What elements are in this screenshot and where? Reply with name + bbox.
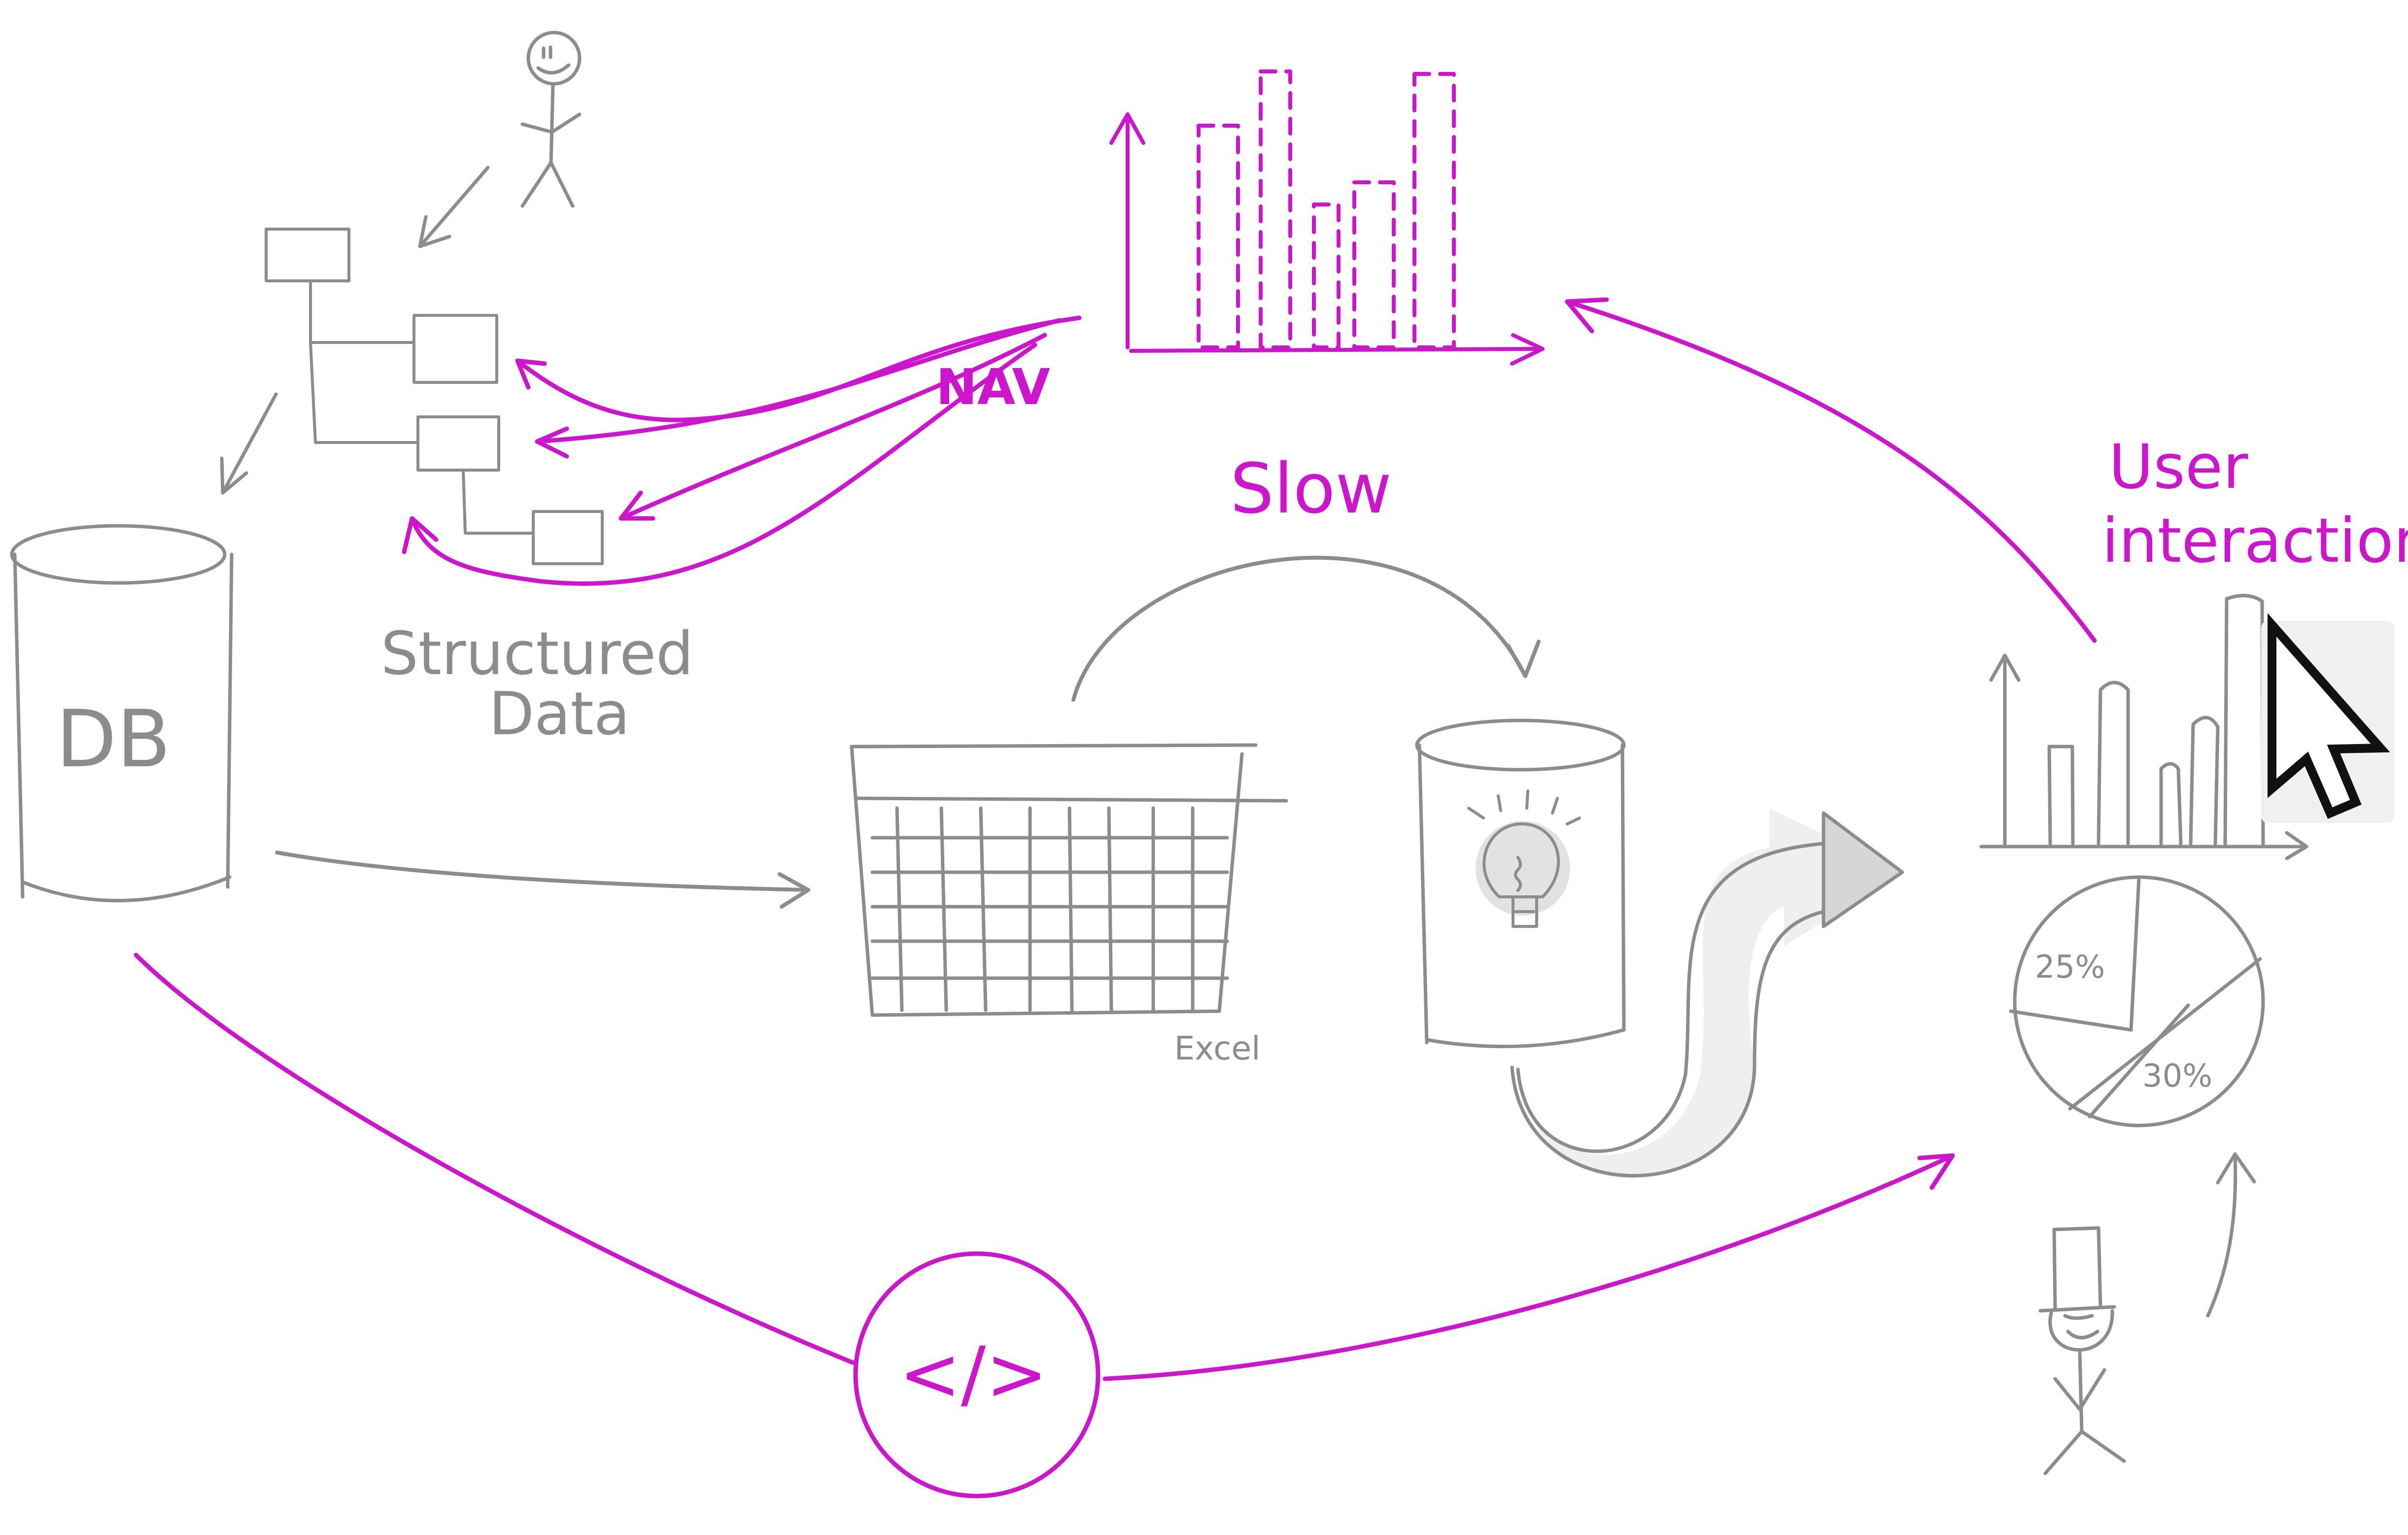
code-circle	[853, 1251, 1101, 1499]
user-interaction-line2: interaction	[2102, 506, 2408, 577]
db-label: DB	[56, 693, 171, 785]
mouse-cursor-icon	[2261, 613, 2394, 823]
arrow-person-to-charts	[2206, 1152, 2256, 1318]
stick-figure-top-hat-icon	[2038, 1226, 2126, 1475]
pie-label-30: 30%	[2142, 1058, 2212, 1094]
arrow-db-to-excel	[275, 851, 810, 909]
arrow-tree-to-db	[220, 392, 278, 495]
excel-spreadsheet	[850, 743, 1288, 1017]
bar-4	[1352, 180, 1396, 349]
structured-data-label: Structured Data	[381, 620, 693, 749]
structured-label-line2: Data	[489, 680, 630, 749]
arrow-interaction-to-chart	[1565, 297, 2097, 643]
arrow-person-to-tree	[418, 166, 490, 248]
structured-data-tree	[265, 228, 604, 565]
arrow-slow-arc	[1071, 556, 1541, 702]
excel-label: Excel	[1174, 1029, 1261, 1067]
nav-arrows	[402, 315, 1082, 586]
stick-figure-icon	[520, 31, 582, 208]
lightbulb-icon	[1467, 789, 1581, 928]
insight-cylinder	[1415, 718, 1626, 1049]
structured-label-line1: Structured	[381, 620, 693, 688]
bar-3	[1312, 203, 1341, 349]
bar-1	[1197, 124, 1240, 349]
arrow-insight-to-charts	[1510, 808, 1904, 1178]
database-cylinder	[10, 524, 234, 903]
magenta-bar-chart	[1109, 69, 1545, 366]
pie-label-25: 25%	[2035, 949, 2105, 986]
bar-2	[1259, 69, 1292, 349]
bar-5	[1412, 72, 1456, 349]
small-bar-chart	[1979, 594, 2308, 860]
code-icon: </>	[899, 1331, 1048, 1417]
nav-label: NAV	[936, 358, 1050, 416]
code-flow-arrow	[134, 953, 1955, 1381]
slow-label: Slow	[1230, 449, 1392, 529]
pie-chart	[2009, 875, 2265, 1127]
user-interaction-line1: User	[2109, 432, 2248, 503]
